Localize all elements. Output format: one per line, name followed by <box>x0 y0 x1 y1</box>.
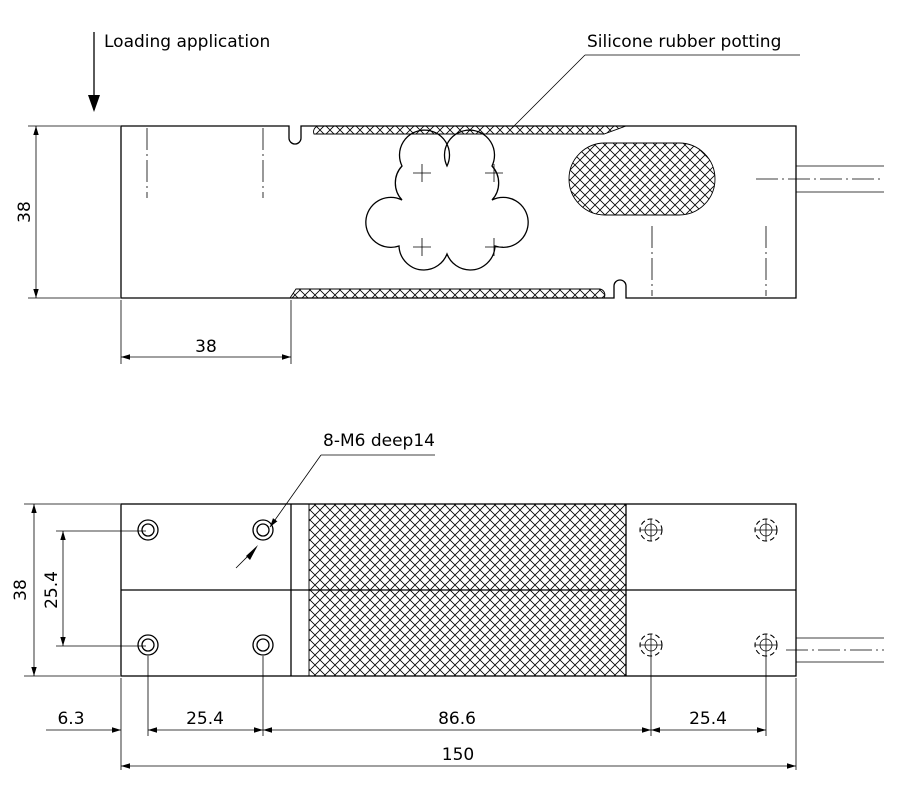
bottom-inner-height-label: 25.4 <box>42 571 62 609</box>
potting-label: Silicone rubber potting <box>587 32 781 52</box>
hole-spacing-left-label: 25.4 <box>186 709 224 729</box>
lobe-cutout <box>365 129 529 271</box>
overall-length-label: 150 <box>442 745 474 765</box>
potting-leader <box>511 54 586 129</box>
middle-label: 86.6 <box>438 709 476 729</box>
top-center-lines <box>146 128 767 296</box>
left-offset-label: 6.3 <box>57 709 84 729</box>
bottom-cable <box>786 637 884 663</box>
bottom-horizontal-dimensions: 6.3 25.4 86.6 25.4 150 <box>46 656 797 770</box>
top-width-label: 38 <box>195 337 217 357</box>
bottom-inner-height-dimension: 25.4 <box>42 530 146 647</box>
right-holes <box>639 518 778 657</box>
hole-spacing-right-label: 25.4 <box>689 709 727 729</box>
loading-label: Loading application <box>104 32 270 52</box>
left-holes <box>137 519 274 656</box>
top-body-outline <box>120 125 797 299</box>
oval-potting <box>568 142 716 216</box>
bottom-view: 8-M6 deep14 <box>11 431 884 770</box>
holes-label: 8-M6 deep14 <box>323 431 435 451</box>
top-view: Loading application Silicone rubber pott… <box>15 32 884 364</box>
bottom-potting-strip <box>289 288 606 299</box>
loading-arrow-head <box>88 95 100 112</box>
bottom-potting <box>308 503 627 677</box>
lobe-crosses <box>413 164 503 256</box>
top-width-dimension: 38 <box>120 300 292 364</box>
bottom-height-dimension: 38 <box>11 503 120 677</box>
bottom-height-label: 38 <box>11 579 31 601</box>
top-height-label: 38 <box>15 201 35 223</box>
top-cable <box>756 165 884 193</box>
top-height-dimension: 38 <box>15 125 120 299</box>
holes-leader <box>269 454 322 528</box>
